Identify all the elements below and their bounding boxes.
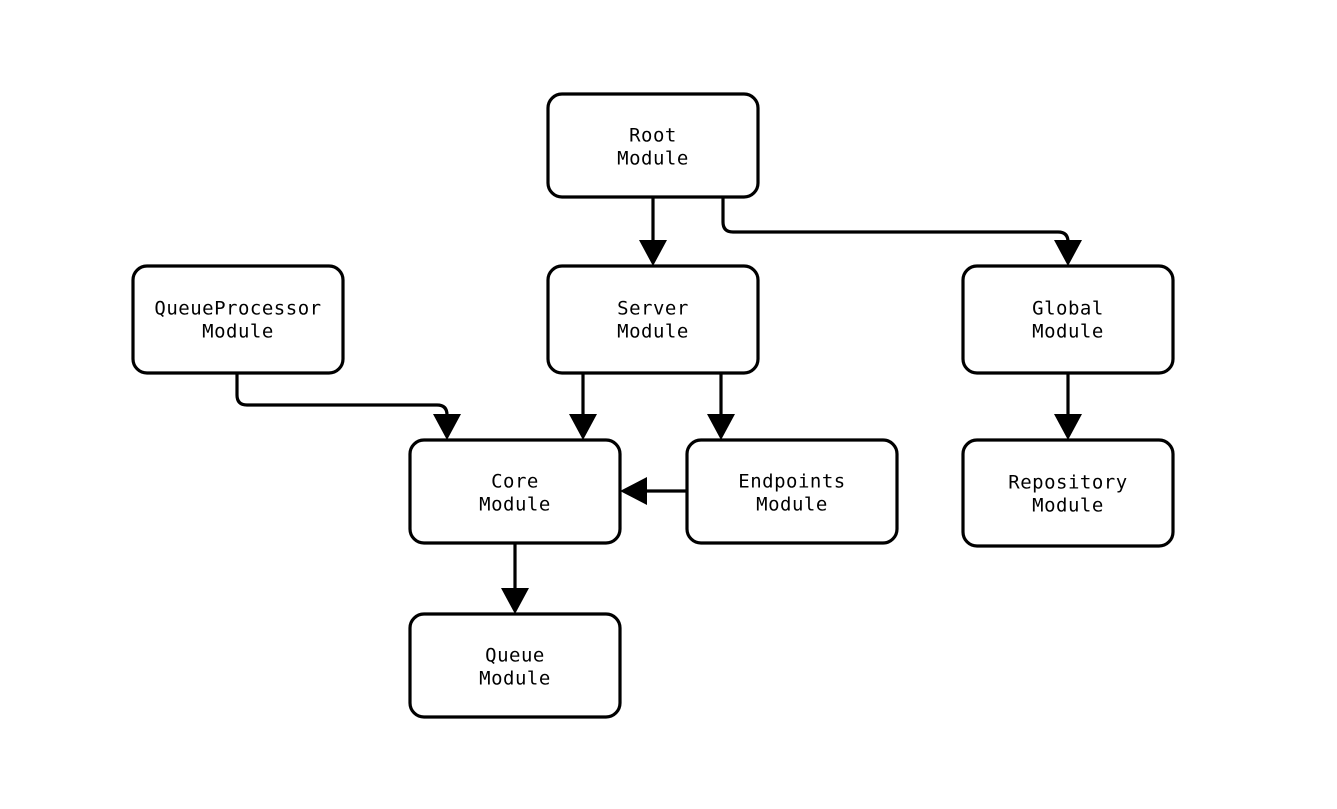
node-repository-module-label-line2: Module	[1032, 495, 1104, 517]
edge-server-to-endpoints	[707, 373, 735, 440]
node-endpoints-module[interactable]: Endpoints Module	[685, 438, 899, 545]
edge-queueprocessor-to-core	[235, 373, 461, 440]
node-server-module-label-line1: Server	[617, 298, 689, 320]
arrowhead-core-top-left	[433, 414, 461, 440]
arrowhead-core-right	[620, 477, 647, 505]
edge-layer	[235, 197, 1082, 614]
node-endpoints-module-label-line2: Module	[756, 494, 828, 516]
edge-server-to-core	[569, 373, 597, 440]
node-core-module-label-line2: Module	[479, 494, 551, 516]
node-queue-module-label-line1: Queue	[485, 645, 545, 667]
edge-global-to-repository	[1054, 373, 1082, 440]
node-queueprocessor-module-box[interactable]	[131, 264, 345, 375]
node-queue-module-label-line2: Module	[479, 668, 551, 690]
node-root-module-label-line2: Module	[617, 148, 689, 170]
arrowhead-global-top	[1054, 240, 1082, 266]
node-global-module-label-line2: Module	[1032, 321, 1104, 343]
node-queueprocessor-module-label-line1: QueueProcessor	[154, 298, 321, 320]
node-endpoints-module-label-line1: Endpoints	[738, 471, 845, 493]
edge-endpoints-to-core	[620, 477, 687, 505]
node-global-module-box[interactable]	[961, 264, 1175, 375]
node-global-module-label-line1: Global	[1032, 298, 1104, 320]
arrowhead-server-top	[639, 240, 667, 266]
node-server-module[interactable]: Server Module	[546, 264, 760, 375]
arrowhead-queue-top	[501, 588, 529, 614]
node-core-module[interactable]: Core Module	[408, 438, 622, 545]
node-repository-module-label-line1: Repository	[1008, 472, 1127, 494]
edge-root-to-global	[721, 197, 1082, 266]
node-server-module-label-line2: Module	[617, 321, 689, 343]
node-repository-module-box[interactable]	[961, 438, 1175, 548]
node-global-module[interactable]: Global Module	[961, 264, 1175, 375]
node-queue-module[interactable]: Queue Module	[408, 612, 622, 719]
arrowhead-endpoints-top	[707, 414, 735, 440]
arrowhead-repository-top	[1054, 414, 1082, 440]
node-root-module[interactable]: Root Module	[546, 92, 760, 199]
arrowhead-core-top-right	[569, 414, 597, 440]
node-queue-module-box[interactable]	[408, 612, 622, 719]
node-endpoints-module-box[interactable]	[685, 438, 899, 545]
node-queueprocessor-module-label-line2: Module	[202, 321, 274, 343]
node-core-module-label-line1: Core	[491, 471, 539, 493]
node-root-module-label-line1: Root	[629, 125, 677, 147]
node-layer: Root Module QueueProcessor Module Server…	[131, 92, 1175, 719]
node-server-module-box[interactable]	[546, 264, 760, 375]
node-root-module-box[interactable]	[546, 92, 760, 199]
edge-root-to-server	[639, 197, 667, 266]
node-queueprocessor-module[interactable]: QueueProcessor Module	[131, 264, 345, 375]
edge-core-to-queue	[501, 543, 529, 614]
node-core-module-box[interactable]	[408, 438, 622, 545]
node-repository-module[interactable]: Repository Module	[961, 438, 1175, 548]
